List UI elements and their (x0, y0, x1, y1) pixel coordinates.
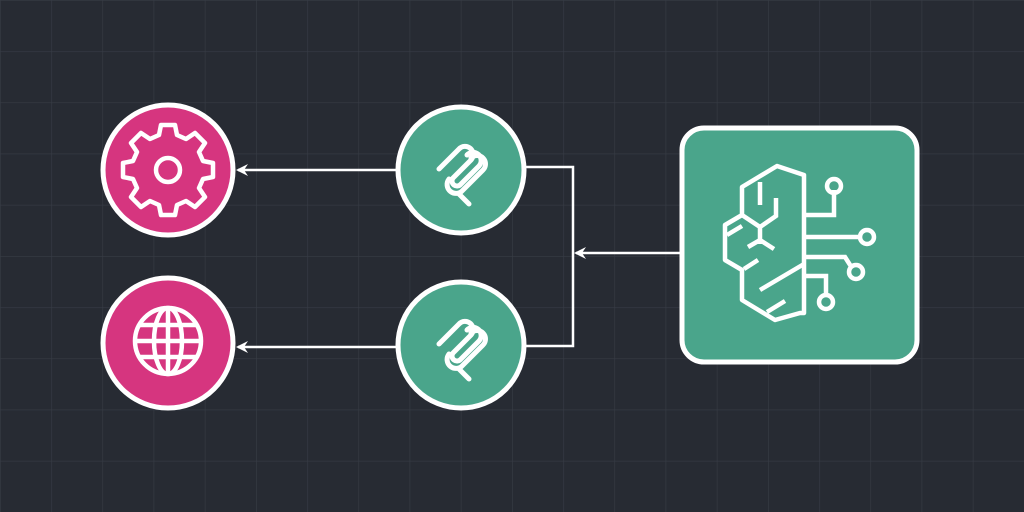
branch-connector (525, 165, 575, 348)
gear-icon (120, 122, 216, 218)
web-node[interactable] (100, 275, 236, 411)
router-node-bottom[interactable] (395, 279, 527, 411)
brain-circuit-icon (722, 163, 877, 323)
brain-node[interactable] (679, 125, 920, 365)
globe-icon (132, 305, 204, 377)
router-node-top[interactable] (395, 104, 527, 236)
settings-node[interactable] (100, 102, 236, 238)
